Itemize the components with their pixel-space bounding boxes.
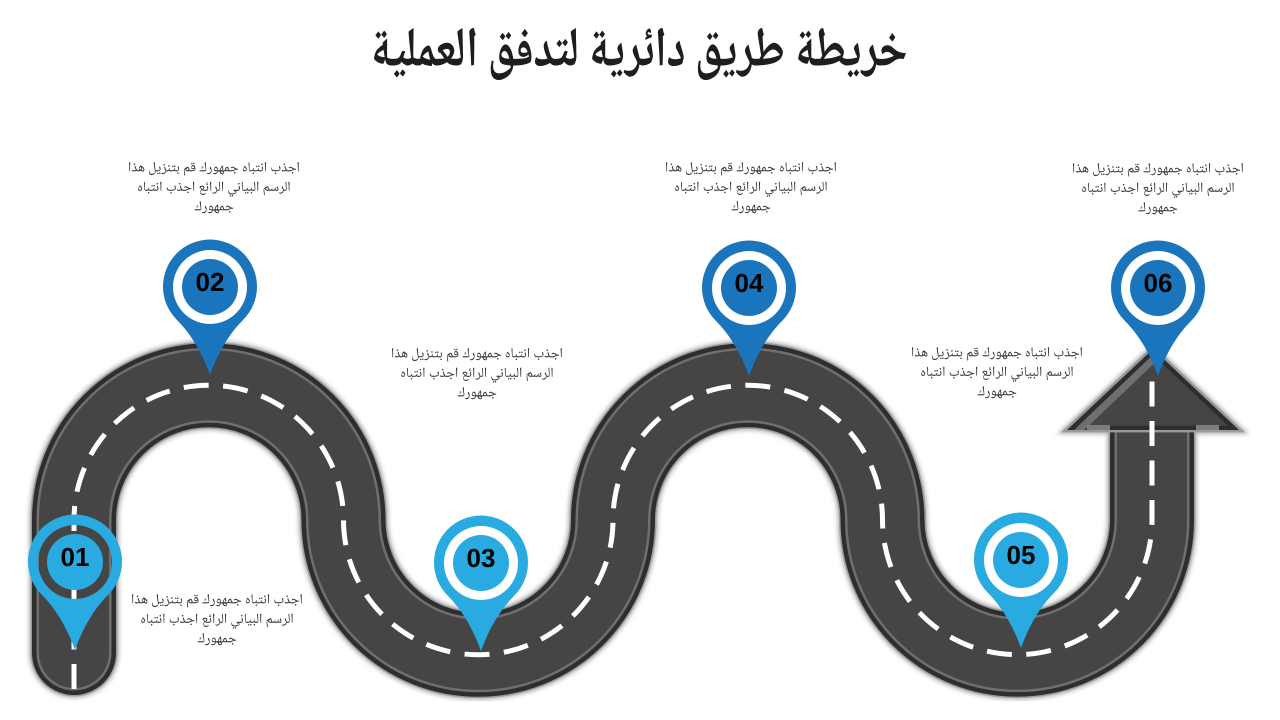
svg-text:03: 03 <box>467 543 496 573</box>
svg-text:04: 04 <box>735 268 764 298</box>
svg-text:06: 06 <box>1144 268 1173 298</box>
svg-text:02: 02 <box>196 267 225 297</box>
svg-text:01: 01 <box>61 542 90 572</box>
svg-text:05: 05 <box>1007 540 1036 570</box>
